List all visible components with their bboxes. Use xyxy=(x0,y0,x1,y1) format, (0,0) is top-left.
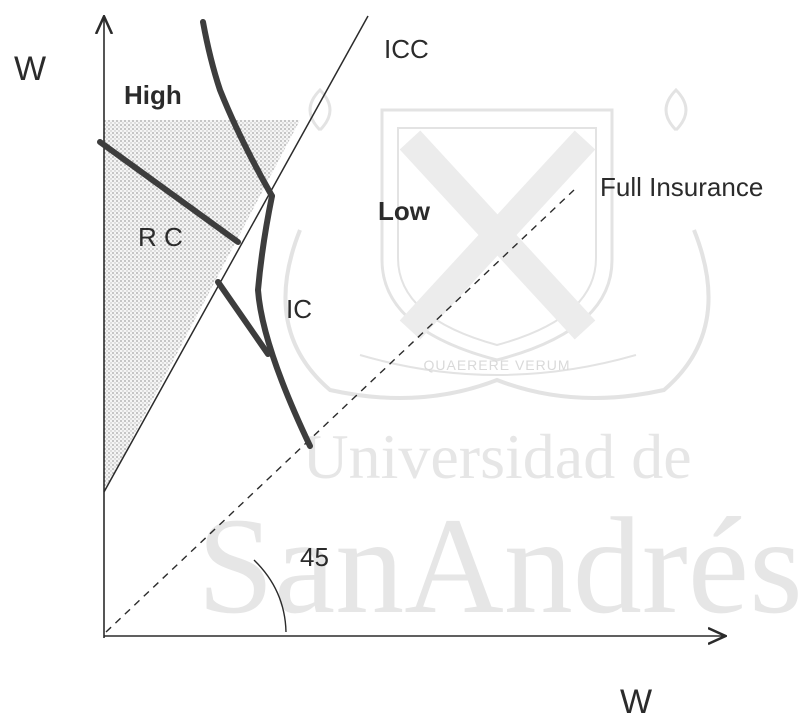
high-label: High xyxy=(124,80,182,110)
watermark: QUAERERE VERUM Universidad de SanAndrés xyxy=(197,87,803,642)
kinked-segment xyxy=(215,279,271,357)
ic-label: IC xyxy=(286,294,312,324)
ic-curve xyxy=(254,193,313,449)
high-curve xyxy=(200,19,275,199)
watermark-motto: QUAERERE VERUM xyxy=(423,357,570,373)
seal-emblem xyxy=(283,87,711,400)
watermark-line2: SanAndrés xyxy=(197,489,803,642)
icc-label: ICC xyxy=(384,34,429,64)
x-axis-label: W xyxy=(620,683,652,721)
y-axis-label: W xyxy=(14,50,46,88)
angle-arc xyxy=(253,559,287,633)
icc-line xyxy=(103,15,369,493)
angle-label: 45 xyxy=(300,542,329,572)
low-label: Low xyxy=(378,196,431,226)
full-insurance-label: Full Insurance xyxy=(600,172,763,202)
full-insurance-line xyxy=(105,189,575,633)
watermark-line1: Universidad de xyxy=(302,421,691,492)
rc-label: R C xyxy=(138,222,183,252)
rc-line xyxy=(97,139,241,245)
shaded-region xyxy=(104,120,300,492)
